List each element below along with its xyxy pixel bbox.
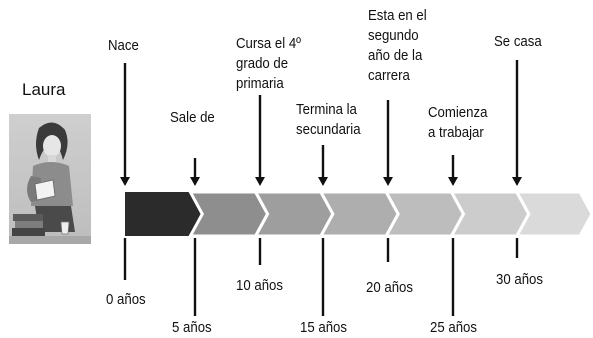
person-name: Laura (22, 80, 66, 99)
woman-reading-photo-icon (9, 114, 91, 244)
age-label-trabajar: 25 años (430, 319, 477, 336)
age-label-termina: 15 años (300, 319, 347, 336)
timeline-segment (448, 190, 531, 238)
event-label-termina: Termina la secundaria (296, 101, 361, 138)
timeline-segment (253, 190, 335, 238)
timeline-segment (383, 190, 466, 238)
event-arrowhead-termina (318, 177, 328, 186)
timeline-segment (577, 190, 593, 238)
event-label-sale: Sale de (170, 109, 215, 126)
age-label-nace: 0 años (106, 291, 146, 308)
event-label-nace: Nace (108, 37, 139, 54)
event-label-casa: Se casa (494, 33, 542, 50)
timeline-segment (514, 190, 593, 238)
event-arrowhead-nace (120, 177, 130, 186)
timeline-segment (318, 190, 400, 238)
event-arrowhead-carrera (383, 177, 393, 186)
timeline-segment (125, 192, 203, 236)
age-label-sale: 5 años (172, 319, 212, 336)
age-label-cursa: 10 años (236, 277, 283, 294)
event-arrowhead-sale (190, 177, 200, 186)
age-label-carrera: 20 años (366, 279, 413, 296)
event-arrowhead-cursa (255, 177, 265, 186)
age-label-casa: 30 años (496, 271, 543, 288)
event-arrowhead-casa (512, 177, 522, 186)
event-label-trabajar: Comienza a trabajar (428, 104, 488, 141)
timeline-segment (187, 190, 270, 238)
event-label-carrera: Esta en el segundo año de la carrera (368, 7, 427, 84)
event-arrowhead-trabajar (448, 177, 458, 186)
event-label-cursa: Cursa el 4º grado de primaria (236, 35, 301, 92)
